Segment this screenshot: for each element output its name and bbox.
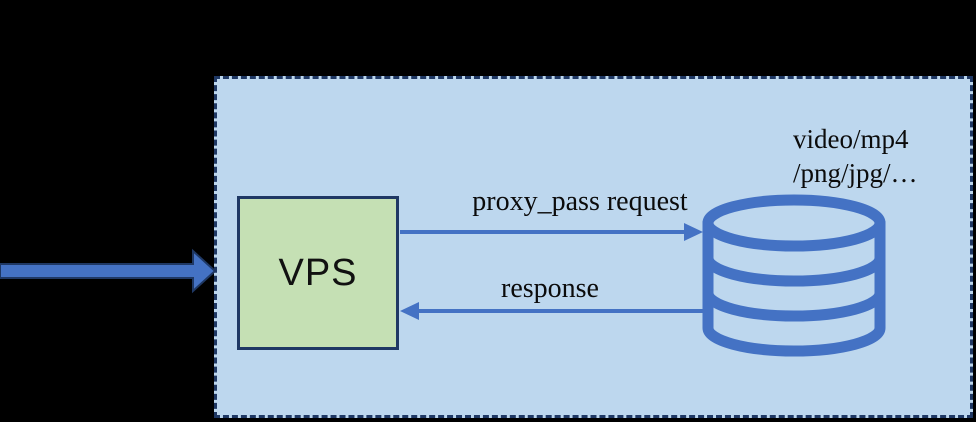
storage-caption-line1: video/mp4 <box>793 124 909 154</box>
storage-caption-line2: /png/jpg/… <box>793 158 918 188</box>
request-arrow-label: proxy_pass request <box>472 186 688 217</box>
response-arrow-icon <box>400 302 703 320</box>
storage-caption: video/mp4 /png/jpg/… <box>793 122 918 190</box>
inbound-traffic-arrow-icon <box>0 248 217 294</box>
vps-node-label: VPS <box>278 251 358 294</box>
vps-node: VPS <box>237 196 399 350</box>
database-icon <box>702 194 886 357</box>
response-arrow-label: response <box>501 273 599 304</box>
request-arrow-icon <box>400 223 703 241</box>
